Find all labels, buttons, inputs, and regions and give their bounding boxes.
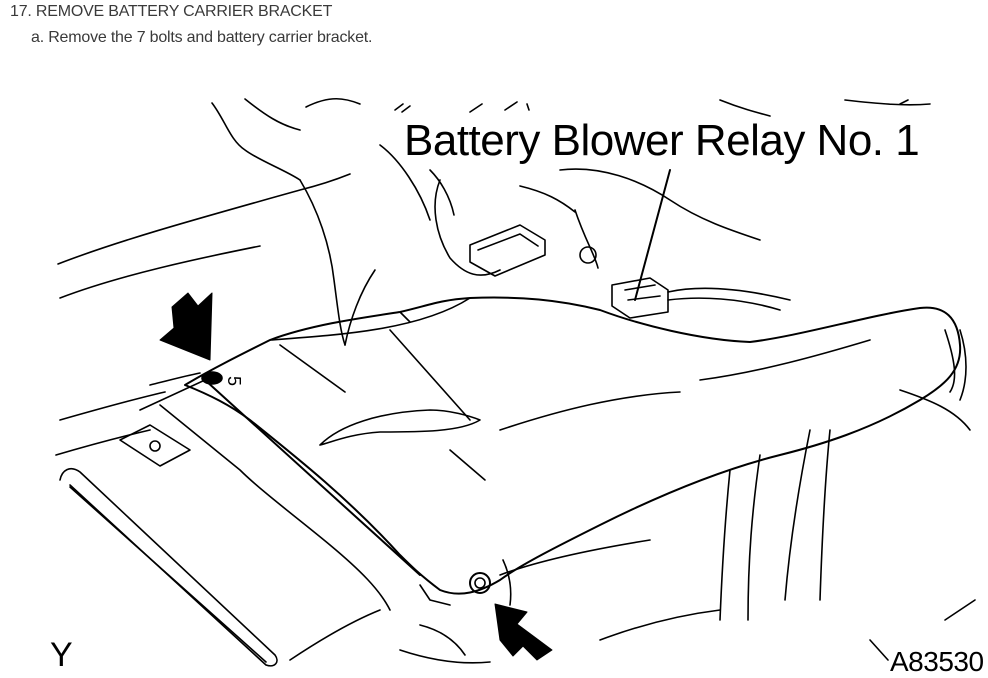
callout-leader-line [634, 169, 671, 301]
body-panel-lines [55, 97, 931, 456]
view-letter: Y [50, 636, 73, 674]
callout-label: Battery Blower Relay No. 1 [404, 116, 920, 165]
bracket-marking: 5 [224, 376, 244, 386]
battery-carrier-bracket [184, 296, 971, 621]
arrow-top-left [159, 292, 213, 361]
figure-corner-stroke [944, 599, 976, 621]
substep-instruction: a. Remove the 7 bolts and battery carrie… [31, 29, 373, 46]
figure-id: A83530 [890, 646, 984, 677]
relay-connector-drawing [434, 168, 791, 319]
bolt-marker-top-left [201, 371, 223, 385]
figure-id-stroke [869, 639, 889, 661]
step-title: 17. REMOVE BATTERY CARRIER BRACKET [10, 3, 333, 20]
left-tray-drawing [59, 379, 721, 667]
arrow-bottom [494, 603, 553, 661]
